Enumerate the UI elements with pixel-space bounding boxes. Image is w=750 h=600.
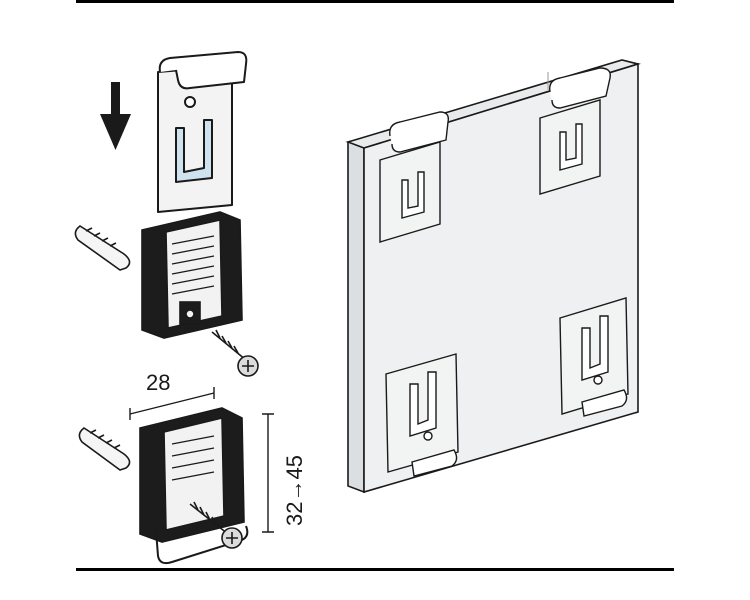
screw-icon — [189, 501, 243, 549]
screw-icon — [211, 329, 259, 377]
height-dimension — [262, 413, 274, 533]
glass-bracket — [559, 297, 629, 417]
base-bracket — [141, 211, 243, 339]
glass-clip — [379, 111, 450, 243]
top-border — [76, 0, 674, 3]
width-dimension-label: 28 — [146, 370, 170, 395]
glass-clip — [157, 51, 248, 213]
width-dimension — [129, 387, 215, 420]
glass-bracket — [385, 353, 459, 477]
bottom-border — [76, 568, 674, 571]
wall-plug-icon — [74, 225, 131, 271]
wall-plug-icon — [78, 427, 131, 471]
assembled-bracket — [139, 407, 249, 565]
height-dimension-label: 32→45 — [282, 455, 307, 526]
down-arrow-icon — [100, 82, 131, 150]
glass-clip — [539, 67, 611, 195]
